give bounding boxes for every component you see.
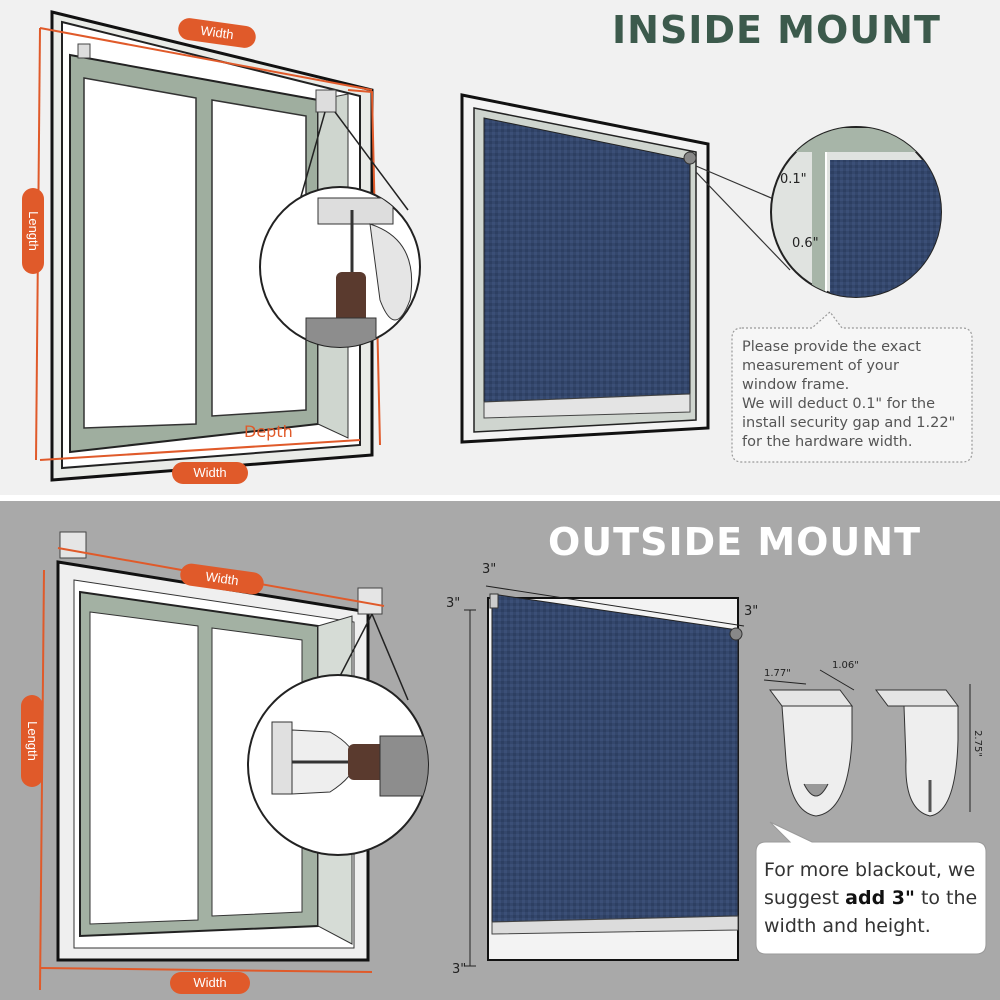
outside-blind-illustration <box>464 585 745 967</box>
inside-gap-zoom <box>770 126 942 298</box>
outside-note-bold: add 3" <box>845 887 915 909</box>
inside-note-line: install security gap and 1.22" <box>742 415 956 431</box>
outside-ext-top-label: 3" <box>482 562 497 577</box>
outside-note-bubble <box>755 821 987 955</box>
inside-note-text: Please provide the exact measurement of … <box>742 338 972 452</box>
inside-length-label: Length <box>22 188 44 274</box>
panel-divider <box>0 495 1000 501</box>
outside-window-illustration <box>39 531 385 991</box>
outside-width-bottom-label: Width <box>170 972 250 994</box>
inside-note-line: for the hardware width. <box>742 434 913 450</box>
outside-length-label: Length <box>21 695 43 787</box>
outside-ext-bottom-label: 3" <box>452 962 467 977</box>
inside-width-bottom-label: Width <box>172 462 248 484</box>
inside-window-illustration <box>35 10 381 482</box>
inside-note-bubble <box>731 311 973 463</box>
outside-drill-detail <box>247 613 429 856</box>
outside-ext-right-label: 3" <box>744 604 759 619</box>
bracket-depth-label: 1.06" <box>832 660 859 671</box>
outside-note-text: For more blackout, we suggest add 3" to … <box>764 856 984 940</box>
outside-note-pre: For more blackout, we suggest <box>764 859 976 909</box>
inside-gap-top-label: 0.1" <box>780 172 807 187</box>
bracket-drawings <box>763 669 971 817</box>
bracket-height-label: 2.75" <box>971 730 983 757</box>
inside-drill-detail <box>259 111 421 348</box>
inside-note-line: measurement of your <box>742 358 899 374</box>
outside-mount-title: OUTSIDE MOUNT <box>548 520 922 564</box>
inside-blind-illustration <box>460 93 791 444</box>
inside-depth-label: Depth <box>244 422 293 441</box>
inside-note-line: Please provide the exact <box>742 339 921 355</box>
inside-mount-title: INSIDE MOUNT <box>612 8 941 52</box>
inside-note-line: window frame. <box>742 377 850 393</box>
inside-gap-side-label: 0.6" <box>792 236 819 251</box>
outside-note-post: to the width and height. <box>764 887 978 937</box>
inside-note-line: We will deduct 0.1" for the <box>742 396 936 412</box>
outside-ext-left-label: 3" <box>446 596 461 611</box>
bracket-width-label: 1.77" <box>764 668 791 679</box>
